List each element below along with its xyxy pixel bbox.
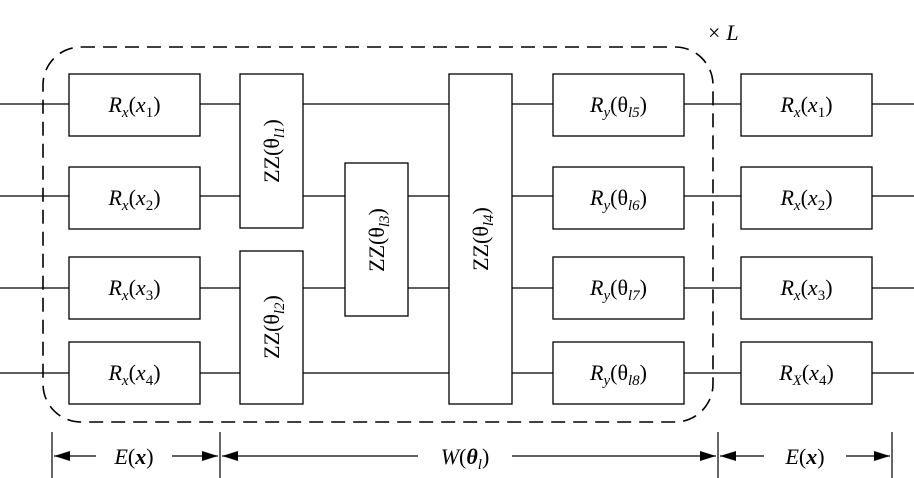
- svg-text:Rx(x1): Rx(x1): [107, 92, 160, 121]
- ry-gate-l6: Ry(θl6): [552, 166, 685, 230]
- svg-text:Rx(x2): Rx(x2): [107, 185, 160, 214]
- ry-gate-l5: Ry(θl5): [552, 73, 685, 137]
- svg-text:ZZ(θl3): ZZ(θl3): [364, 208, 393, 272]
- svg-text:W(θl): W(θl): [441, 444, 490, 473]
- svg-text:E(x): E(x): [784, 444, 824, 469]
- encoding-gate-1: Rx(x1): [68, 73, 201, 137]
- svg-text:E(x): E(x): [113, 444, 153, 469]
- final-encoding-gate-3: Rx(x3): [740, 256, 873, 320]
- svg-text:Ry(θl8): Ry(θl8): [589, 360, 647, 389]
- svg-text:ZZ(θl4): ZZ(θl4): [468, 207, 497, 271]
- encoding-span-right: E(x): [720, 444, 890, 469]
- encoding-gate-4: Rx(x4): [68, 341, 201, 405]
- svg-text:Ry(θl6): Ry(θl6): [589, 185, 647, 214]
- svg-text:Ry(θl7): Ry(θl7): [589, 275, 647, 304]
- zz-gate-l3: ZZ(θl3): [344, 162, 409, 317]
- svg-text:Rx(x4): Rx(x4): [107, 360, 160, 389]
- repeat-block-boundary: [42, 46, 714, 423]
- svg-text:ZZ(θl2): ZZ(θl2): [259, 295, 288, 359]
- final-encoding-gate-2: Rx(x2): [740, 166, 873, 230]
- repeat-label: ×L: [708, 20, 739, 45]
- svg-text:RX(x4): RX(x4): [778, 360, 834, 389]
- ry-gate-l8: Ry(θl8): [552, 341, 685, 405]
- svg-text:Rx(x1): Rx(x1): [779, 92, 832, 121]
- zz-gate-l1: ZZ(θl1): [239, 73, 304, 229]
- svg-text:Rx(x3): Rx(x3): [107, 275, 160, 304]
- span-brackets: E(x) W(θl) E(x): [51, 432, 893, 478]
- encoding-gate-3: Rx(x3): [68, 256, 201, 320]
- ry-gate-l7: Ry(θl7): [552, 256, 685, 320]
- variational-span: W(θl): [222, 444, 716, 473]
- zz-gate-l2: ZZ(θl2): [239, 250, 304, 405]
- final-encoding-gate-1: Rx(x1): [740, 73, 873, 137]
- svg-text:ZZ(θl1): ZZ(θl1): [259, 119, 288, 183]
- svg-text:Rx(x3): Rx(x3): [779, 275, 832, 304]
- svg-text:Rx(x2): Rx(x2): [779, 185, 832, 214]
- zz-gate-l4: ZZ(θl4): [448, 73, 513, 405]
- svg-text:Ry(θl5): Ry(θl5): [589, 92, 647, 121]
- encoding-gate-2: Rx(x2): [68, 166, 201, 230]
- encoding-span-left: E(x): [54, 444, 218, 469]
- final-encoding-gate-4: RX(x4): [740, 341, 873, 405]
